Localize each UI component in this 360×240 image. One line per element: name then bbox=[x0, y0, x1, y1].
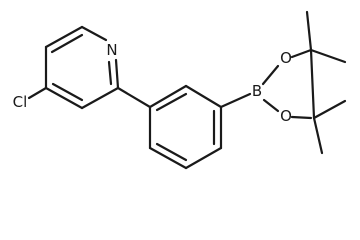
bond-c-c bbox=[309, 48, 316, 120]
bond-c4-c5 bbox=[44, 86, 84, 110]
methyl-top-right bbox=[309, 48, 347, 64]
bond-b5-b6 bbox=[148, 146, 188, 170]
bond-b2-b3 bbox=[184, 84, 223, 109]
bond-b-o-bottom bbox=[262, 98, 280, 113]
bond-b1-b2-inner bbox=[155, 92, 188, 112]
bond-o-top-c bbox=[290, 48, 313, 59]
atom-label-nitrogen: N bbox=[106, 41, 117, 59]
bond-n-c3-inner bbox=[107, 60, 113, 86]
bond-c4-c5-inner bbox=[51, 82, 84, 102]
methyl-bottom-right bbox=[312, 99, 347, 120]
bond-c1-c2 bbox=[44, 25, 84, 49]
bond-b1-b2 bbox=[148, 84, 188, 109]
bond-n-c3 bbox=[114, 58, 120, 90]
bond-b-o-top bbox=[261, 64, 280, 86]
atom-label-oxygen-top: O bbox=[280, 49, 292, 67]
bond-c1-c2-inner bbox=[50, 33, 84, 54]
atom-label-chlorine: Cl bbox=[13, 93, 28, 111]
bond-c2-n bbox=[80, 25, 108, 42]
bond-b5-b6-inner bbox=[155, 142, 188, 162]
atom-label-boron: B bbox=[252, 82, 262, 100]
dioxaborolane-ring bbox=[261, 10, 347, 155]
methyl-bottom-down bbox=[312, 116, 324, 155]
methyl-top-up bbox=[305, 10, 313, 52]
bond-c5-cl bbox=[27, 86, 48, 100]
bond-b4-b5 bbox=[184, 146, 223, 170]
bond-c3-c4 bbox=[80, 86, 120, 110]
bond-biaryl bbox=[116, 86, 152, 109]
pyridine-ring bbox=[27, 25, 120, 110]
benzene-ring bbox=[148, 84, 252, 170]
bond-o-bottom-c bbox=[290, 115, 313, 120]
chemical-structure-diagram: N Cl B O O bbox=[13, 10, 347, 170]
bond-b3-boron bbox=[219, 92, 252, 109]
atom-label-oxygen-bottom: O bbox=[280, 107, 292, 125]
